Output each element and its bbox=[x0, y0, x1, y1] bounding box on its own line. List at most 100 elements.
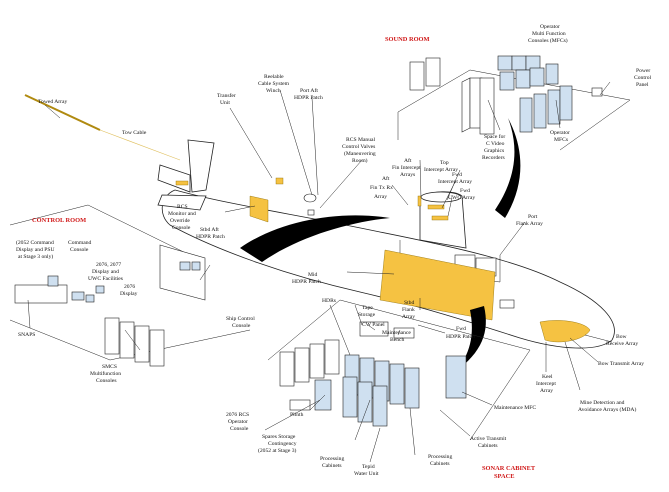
label-reelable-3: Winch bbox=[266, 88, 281, 94]
sonar-cabinet-module bbox=[267, 299, 531, 441]
label-smcs-3: Consoles bbox=[96, 378, 117, 384]
label-spares-3: (2052 at Stage 3) bbox=[258, 447, 297, 454]
label-space-for-2: C Video bbox=[486, 141, 505, 147]
label-bow-receive: Bow bbox=[616, 334, 628, 340]
label-transfer-unit-2: Unit bbox=[220, 100, 230, 106]
label-mine-2: Avoidance Arrays (MDA) bbox=[578, 406, 636, 413]
control-room-module bbox=[9, 204, 251, 367]
label-processing: Processing bbox=[320, 456, 344, 462]
label-disp-2076-2077-3: UWC Facilities bbox=[88, 276, 123, 282]
label-fwd-uwc-2: UWC Array bbox=[448, 195, 475, 201]
label-port-aft: Port Aft bbox=[300, 87, 318, 94]
label-plinth: Plinth bbox=[290, 412, 304, 418]
swoosh-sonar-cabinet bbox=[455, 306, 486, 372]
label-transfer-unit: Transfer bbox=[217, 92, 236, 99]
label-fwd-hdpr: Fwd bbox=[456, 326, 466, 332]
label-bow-receive-2: Receive Array bbox=[606, 341, 638, 347]
leader-lines bbox=[27, 81, 613, 463]
label-stbd-aft-2: HDPR Patch bbox=[196, 234, 225, 240]
label-space-for: Space for bbox=[484, 133, 505, 140]
label-aft-fin-tx-3: Array bbox=[374, 194, 387, 200]
label-spares: Spares Storage bbox=[262, 434, 296, 440]
label-ship-control: Ship Control bbox=[226, 316, 255, 322]
label-reelable-2: Cable System bbox=[258, 81, 290, 87]
label-fwd-intercept: Fwd bbox=[452, 172, 462, 178]
label-operator-mfcs-2: MFCs bbox=[554, 137, 568, 143]
label-fwd-hdpr-2: HDPR Patch bbox=[446, 334, 475, 340]
label-cmd-console-2: Console bbox=[70, 247, 89, 253]
label-power-control-3: Panel bbox=[636, 82, 649, 88]
label-tepid: Tepid bbox=[362, 464, 375, 470]
label-rcs-manual: RCS Manual bbox=[346, 137, 376, 143]
label-top-intercept: Top bbox=[440, 160, 449, 166]
label-aft-fin-3: Arrays bbox=[400, 172, 415, 178]
towed-array bbox=[24, 94, 181, 161]
label-mine: Mine Detection and bbox=[580, 400, 625, 406]
label-operator-mfcs: Operator bbox=[550, 130, 570, 136]
label-rcs-monitor: RCS bbox=[177, 204, 188, 210]
label-rcs-manual-3: (Maneuvering bbox=[344, 150, 376, 157]
stbd-aft-hdpr-patch bbox=[249, 195, 269, 223]
label-tow-cable: Tow Cable bbox=[122, 130, 147, 136]
label-port-aft-2: HDPR Patch bbox=[294, 95, 323, 101]
label-aft-fin-2: Fin Intercept bbox=[392, 165, 421, 171]
label-processing-b: Processing bbox=[428, 454, 452, 460]
rudder-fin bbox=[187, 139, 215, 193]
label-maint-mfc: Maintenance MFC bbox=[494, 405, 536, 411]
label-stbd-aft: Stbd Aft bbox=[200, 226, 219, 233]
label-fwd-intercept-2: Intercept Array bbox=[438, 179, 472, 185]
label-aft-fin-tx: Aft bbox=[382, 175, 390, 182]
label-snaps: SNAPS bbox=[18, 332, 35, 338]
label-top-intercept-2: Intercept Array bbox=[424, 167, 458, 173]
label-maint-bench-2: Bench bbox=[390, 337, 404, 343]
label-rcs2076: 2076 RCS bbox=[226, 412, 249, 418]
label-rcs-monitor-3: Override bbox=[170, 218, 190, 224]
label-operator-mfc-3: Consoles (MFCs) bbox=[528, 37, 568, 44]
label-rcs-monitor-2: Monitor and bbox=[168, 211, 196, 217]
label-bow-transmit: Bow Transmit Array bbox=[598, 361, 644, 367]
mid-hdpr-patch bbox=[379, 249, 496, 321]
label-power-control: Power bbox=[636, 68, 650, 74]
sonar-cabinet-title: SONAR CABINET bbox=[482, 465, 536, 472]
label-port-flank: Port bbox=[528, 214, 538, 220]
label-stbd-flank-3: Array bbox=[402, 314, 415, 320]
label-power-control-2: Control bbox=[634, 75, 652, 81]
sonar-cabinet-title-2: SPACE bbox=[494, 473, 514, 480]
label-keel-2: Intercept bbox=[536, 381, 556, 387]
label-towed-array: Towed Array bbox=[38, 99, 67, 105]
label-rcs-monitor-4: Console bbox=[172, 225, 191, 231]
label-hdrs: HDRs bbox=[322, 298, 336, 304]
labels: SOUND ROOM CONTROL ROOM SONAR CABINET SP… bbox=[16, 24, 652, 480]
label-rcs-manual-4: Room) bbox=[352, 157, 368, 164]
label-cw-panel: CW Panel bbox=[362, 322, 385, 328]
label-stbd-flank: Stbd bbox=[404, 300, 414, 306]
label-disp-2076-2077-2: Display and bbox=[92, 269, 119, 275]
label-ship-control-2: Console bbox=[232, 323, 251, 329]
label-rcs2076-3: Console bbox=[230, 426, 249, 432]
label-keel: Keel bbox=[542, 374, 553, 380]
control-room-title: CONTROL ROOM bbox=[32, 217, 86, 224]
label-operator-mfc-2: Multi Function bbox=[532, 31, 566, 37]
swoosh-sound-room bbox=[495, 118, 521, 218]
label-mid-hdpr: Mid bbox=[308, 272, 318, 278]
submarine-hull bbox=[157, 139, 615, 349]
label-tepid-2: Water Unit bbox=[354, 471, 379, 477]
label-mid-hdpr-2: HDPR Patch bbox=[292, 279, 321, 285]
label-space-for-4: Recorders bbox=[482, 155, 505, 161]
label-operator-mfc: Operator bbox=[540, 24, 560, 30]
swoosh-control-room bbox=[240, 215, 390, 262]
label-aft-fin-tx-2: Fin Tx Rx bbox=[370, 185, 393, 191]
bow-receive-array bbox=[539, 320, 591, 343]
label-processing-b-2: Cabinets bbox=[430, 461, 450, 467]
sound-room-title: SOUND ROOM bbox=[385, 36, 430, 43]
sound-room-module bbox=[397, 55, 631, 151]
label-smcs-2: Multifunction bbox=[90, 370, 121, 377]
label-tape-storage: Tape bbox=[362, 305, 373, 311]
label-active-tx-2: Cabinets bbox=[478, 443, 498, 449]
label-maint-bench: Maintenance bbox=[382, 330, 411, 336]
label-spares-2: Contingency bbox=[268, 441, 297, 447]
label-reelable: Reelable bbox=[264, 74, 284, 80]
label-processing-2: Cabinets bbox=[322, 463, 342, 469]
